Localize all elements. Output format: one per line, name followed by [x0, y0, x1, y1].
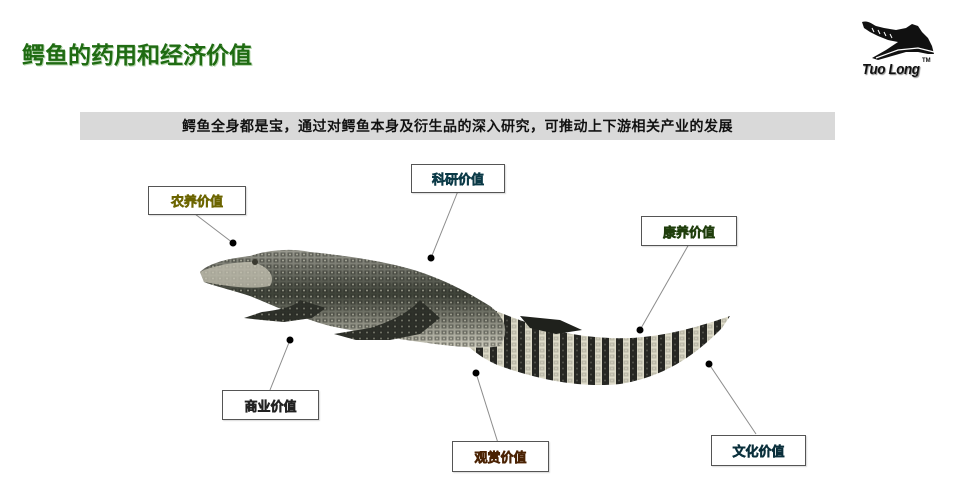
label-farming-value: 农养价值	[148, 186, 246, 215]
health-anchor-dot	[636, 326, 644, 334]
cultural-anchor-dot	[705, 360, 713, 368]
crocodile-head-logo-icon	[862, 21, 935, 60]
summary-banner: 鳄鱼全身都是宝，通过对鳄鱼本身及衍生品的深入研究，可推动上下游相关产业的发展	[80, 112, 835, 140]
commercial-anchor-dot	[286, 336, 294, 344]
brand-name: Tuo Long	[862, 62, 920, 78]
tuolong-logo: TM Tuo Long	[858, 18, 942, 88]
label-health-value: 康养价值	[641, 216, 737, 246]
crocodile-image	[200, 249, 730, 386]
farming-anchor-dot	[229, 239, 237, 247]
trademark-label: TM	[922, 58, 931, 64]
connector-lines	[194, 190, 757, 444]
label-research-value: 科研价值	[411, 164, 505, 193]
label-cultural-value: 文化价值	[711, 435, 806, 466]
ornamental-anchor-dot	[472, 369, 480, 377]
banner-text: 鳄鱼全身都是宝，通过对鳄鱼本身及衍生品的深入研究，可推动上下游相关产业的发展	[182, 119, 733, 135]
label-ornamental-value: 观赏价值	[452, 441, 549, 472]
page-title: 鳄鱼的药用和经济价值	[22, 43, 252, 69]
anchor-dots	[229, 239, 713, 377]
research-anchor-dot	[427, 254, 435, 262]
label-commercial-value: 商业价值	[222, 390, 319, 420]
